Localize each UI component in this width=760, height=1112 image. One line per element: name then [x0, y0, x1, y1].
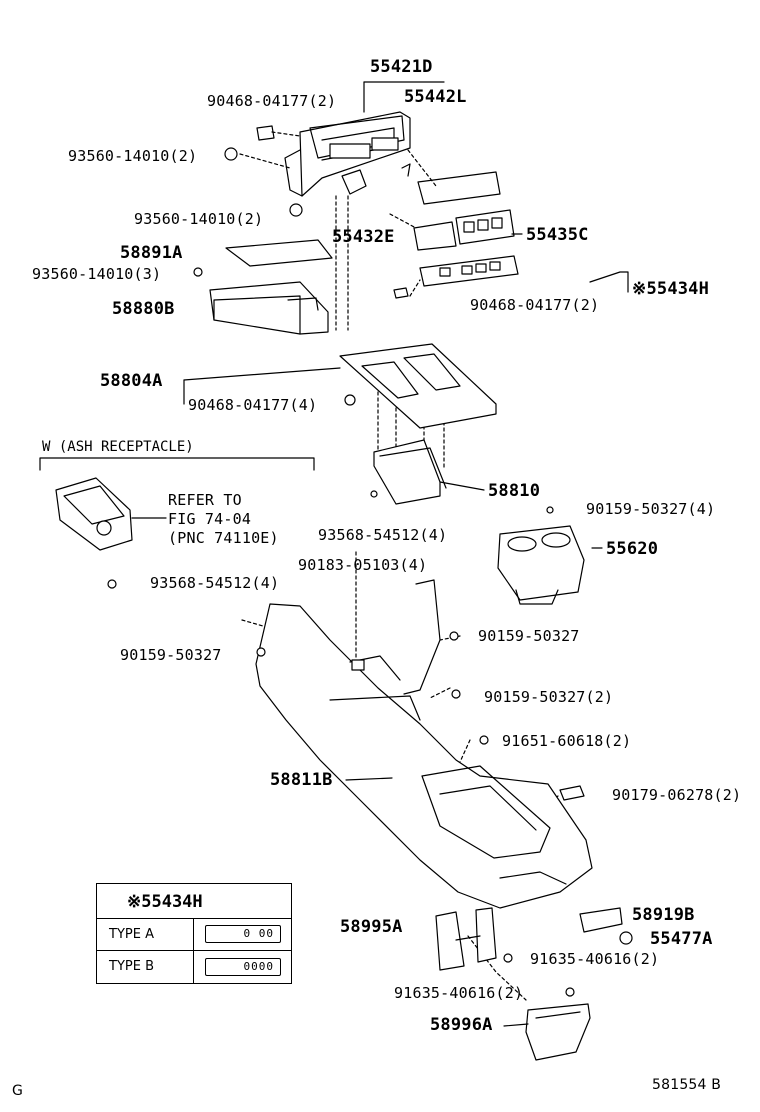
label-58804A: 58804A — [100, 371, 163, 391]
leader-lines — [131, 233, 629, 1027]
label-55477A: 55477A — [650, 929, 713, 949]
bracket-58995A — [435, 907, 497, 971]
legend-type-b-switch: 0000 — [205, 958, 281, 976]
screw-part — [565, 987, 575, 997]
label-55620: 55620 — [606, 539, 659, 559]
label-91635-40616-2-b: 91635-40616(2) — [394, 984, 524, 1002]
ash-receptacle-W — [55, 477, 133, 589]
label-90159-50327-a: 90159-50327 — [478, 627, 580, 645]
screw-part — [503, 953, 513, 963]
switch-55435C — [455, 209, 515, 245]
upper-panel-55421D — [284, 111, 411, 197]
label-91635-40616-2-a: 91635-40616(2) — [530, 950, 660, 968]
clip-part — [256, 125, 275, 141]
console-body-58811B — [255, 579, 593, 909]
ash-box-58810 — [370, 439, 447, 505]
legend-row-type-a: TYPE A 0 00 — [97, 918, 291, 951]
legend-type-a-switch: 0 00 — [205, 925, 281, 943]
label-58891A: 58891A — [120, 243, 183, 263]
part-58919B — [579, 907, 623, 933]
label-93568-54512-4-b: 93568-54512(4) — [150, 574, 280, 592]
legend-type-b-label: TYPE B — [109, 959, 154, 974]
label-93560-14010-3: 93560-14010(3) — [32, 265, 162, 283]
screw-part — [449, 631, 459, 641]
plate-55432E — [413, 221, 457, 251]
shift-panel-58804A — [339, 343, 497, 429]
label-55434H: ※55434H — [632, 279, 710, 299]
screw-part — [451, 689, 461, 699]
label-90183-05103-4: 90183-05103(4) — [298, 556, 428, 574]
label-58995A: 58995A — [340, 917, 403, 937]
label-90468-04177-2-b: 90468-04177(2) — [470, 296, 600, 314]
legend-row-type-b: TYPE B 0000 — [97, 950, 291, 985]
label-55435C: 55435C — [526, 225, 589, 245]
label-55421D: 55421D — [370, 57, 433, 77]
refer-line-1: REFER TO — [168, 491, 242, 509]
switch-type-legend-table: ※55434H TYPE A 0 00 TYPE B 0000 — [96, 883, 292, 984]
legend-divider — [193, 918, 194, 983]
section-bracket — [39, 457, 315, 471]
refer-line-3: (PNC 74110E) — [168, 529, 279, 547]
label-58919B: 58919B — [632, 905, 695, 925]
footer-figure-number: 581554 B — [652, 1077, 722, 1093]
label-90468-04177-4: 90468-04177(4) — [188, 396, 318, 414]
label-58996A: 58996A — [430, 1015, 493, 1035]
label-93560-14010-2-a: 93560-14010(2) — [68, 147, 198, 165]
label-55442L: 55442L — [404, 87, 467, 107]
screw-part — [256, 647, 266, 657]
label-91651-60618-2: 91651-60618(2) — [502, 732, 632, 750]
legend-type-a-label: TYPE A — [109, 927, 154, 942]
label-90468-04177-2-top: 90468-04177(2) — [207, 92, 337, 110]
clip-90179 — [559, 785, 585, 801]
cup-holder-55620 — [497, 506, 585, 605]
label-58880B: 58880B — [112, 299, 175, 319]
screw-part — [479, 735, 489, 745]
nut-part — [224, 147, 238, 161]
label-90159-50327-b: 90159-50327 — [120, 646, 222, 664]
label-58811B: 58811B — [270, 770, 333, 790]
legend-title: ※55434H — [127, 892, 203, 912]
plate-55442L — [417, 171, 501, 205]
part-55477A — [619, 931, 633, 945]
label-90159-50327-2: 90159-50327(2) — [484, 688, 614, 706]
refer-line-2: FIG 74-04 — [168, 510, 252, 528]
section-title-ash-receptacle: W (ASH RECEPTACLE) — [42, 439, 194, 455]
nut-part — [289, 203, 303, 217]
footer-left-code: G — [12, 1083, 24, 1099]
box-58880B — [193, 267, 329, 335]
switch-55434H — [393, 255, 519, 299]
label-90179-06278-2: 90179-06278(2) — [612, 786, 742, 804]
label-58810: 58810 — [488, 481, 541, 501]
label-55432E: 55432E — [332, 227, 395, 247]
label-90159-50327-4: 90159-50327(4) — [586, 500, 716, 518]
label-93560-14010-2-b: 93560-14010(2) — [134, 210, 264, 228]
label-93568-54512-4-a: 93568-54512(4) — [318, 526, 448, 544]
bracket-58996A — [525, 1003, 591, 1061]
lid-58891A — [225, 239, 333, 267]
